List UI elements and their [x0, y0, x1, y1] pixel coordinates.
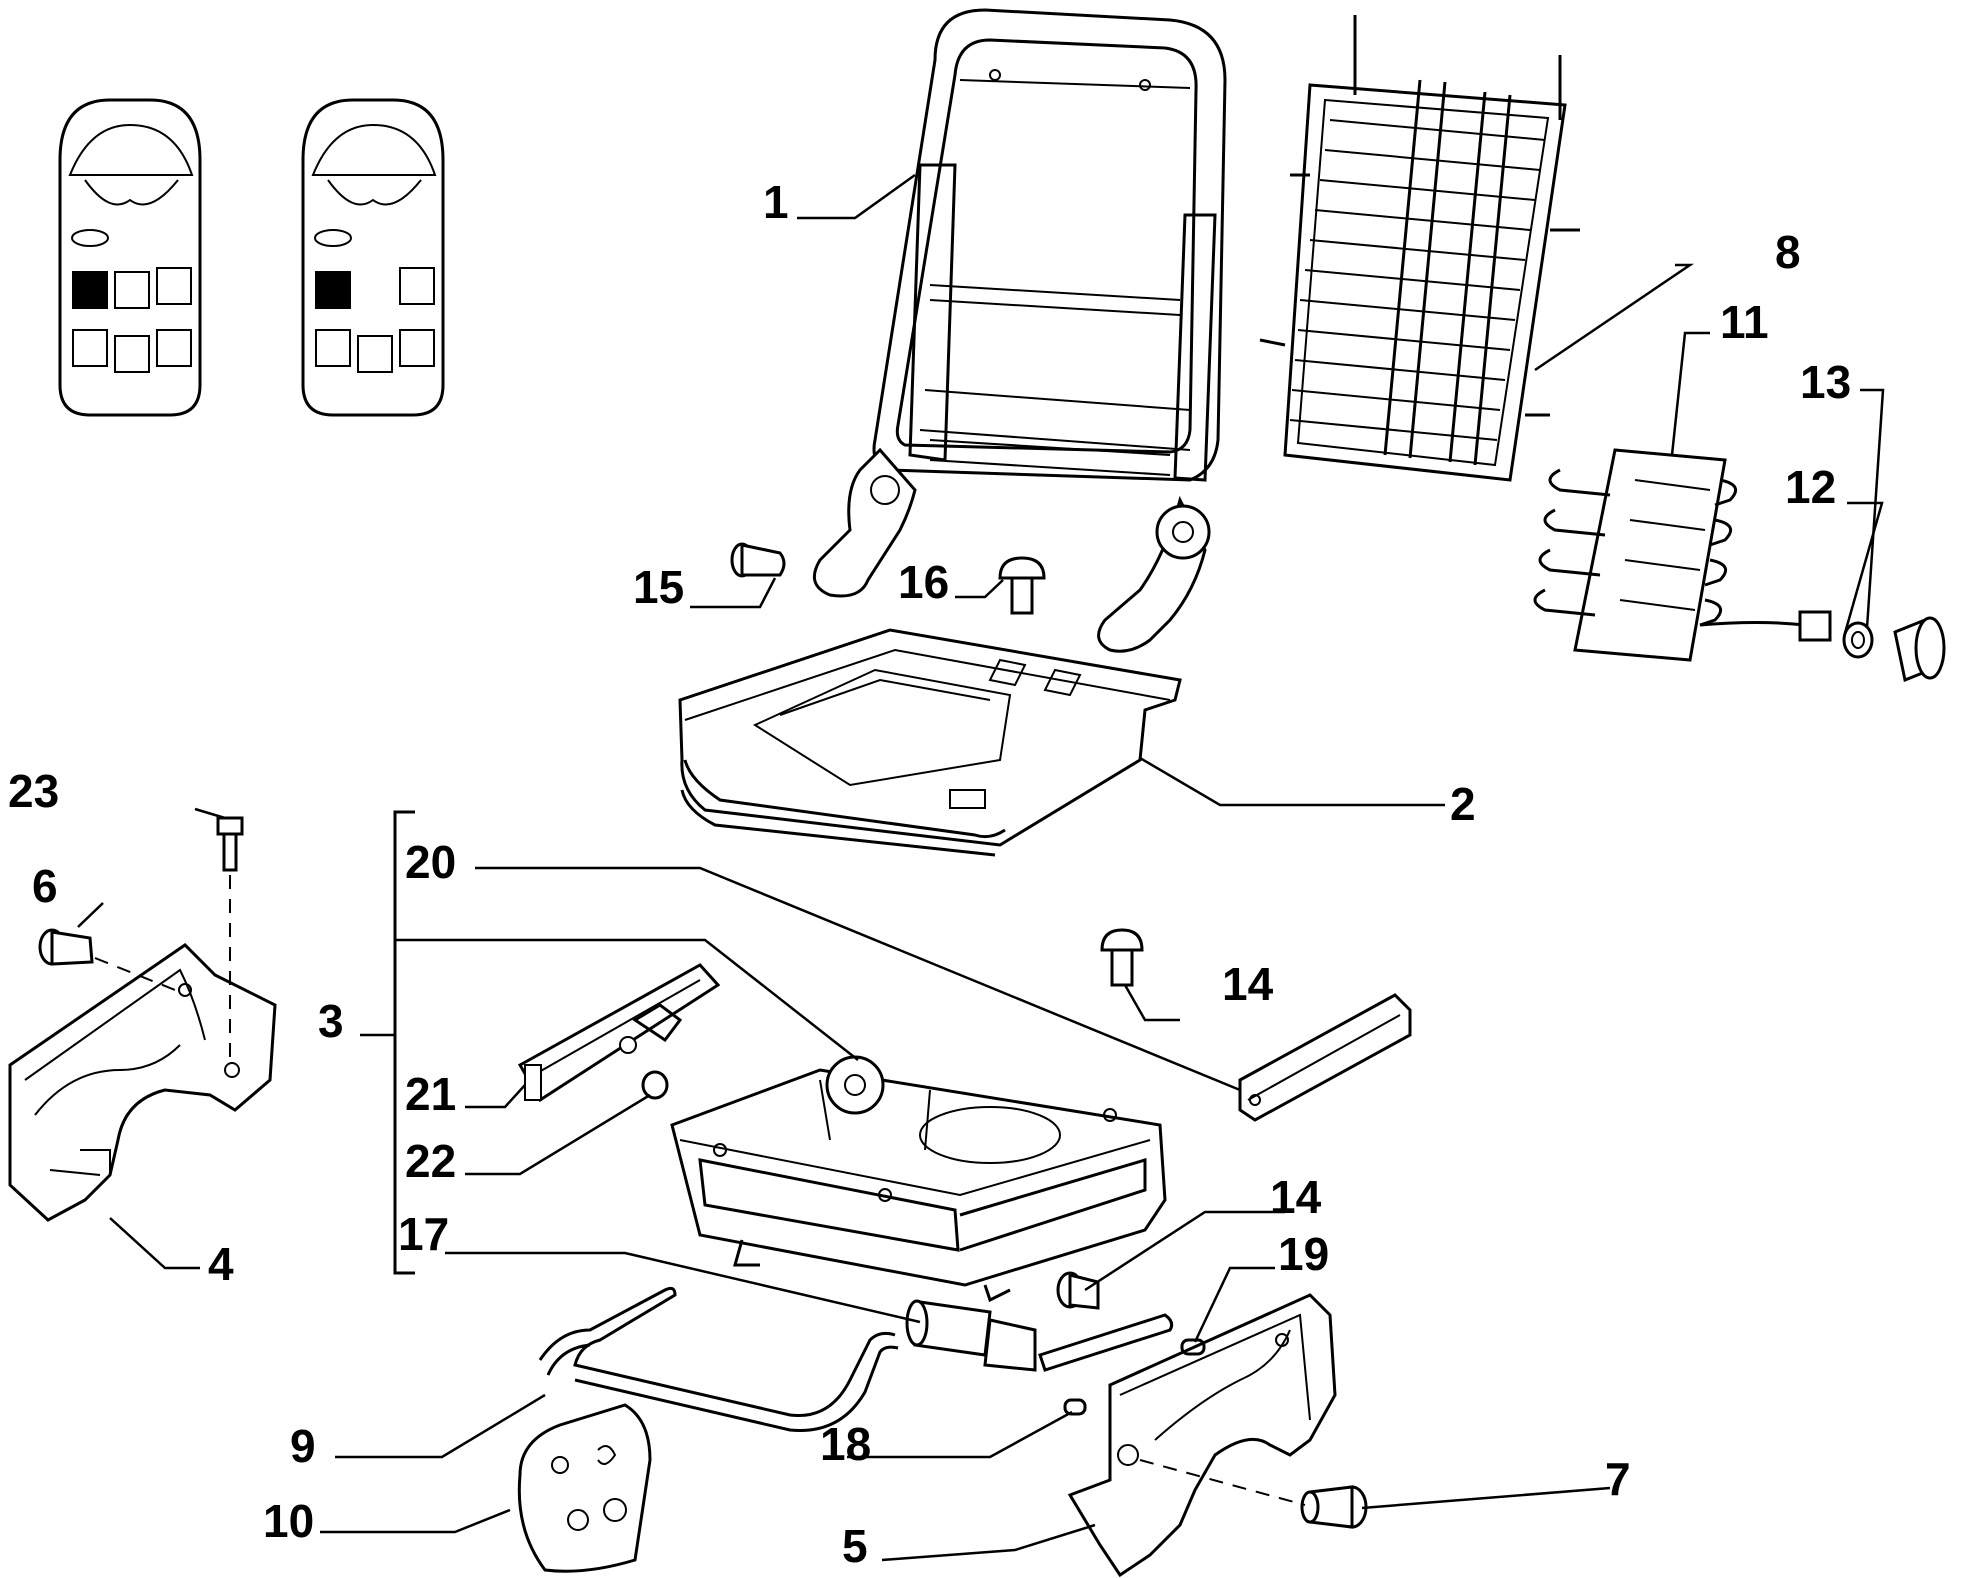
label-part-5: 5: [842, 1520, 868, 1572]
side-cover-right: [1067, 1293, 1337, 1578]
bolt-15: [730, 542, 786, 578]
label-part-6: 6: [32, 860, 58, 912]
label-part-10: 10: [263, 1495, 314, 1547]
label-part-18: 18: [820, 1418, 871, 1470]
label-part-12: 12: [1785, 461, 1836, 513]
motor-17: [905, 1299, 1174, 1372]
adjuster-switch: [517, 963, 721, 1103]
label-part-17: 17: [398, 1208, 449, 1260]
lumbar-support: [1533, 448, 1946, 683]
label-part-2: 2: [1450, 778, 1476, 830]
nut-22: [641, 1070, 669, 1100]
cushion-frame: [678, 628, 1182, 857]
clip-cover-10: [517, 1403, 652, 1573]
label-part-13: 13: [1800, 356, 1851, 408]
assembly-bracket: [360, 810, 415, 1275]
label-part-1: 1: [763, 176, 789, 228]
label-part-9: 9: [290, 1420, 316, 1472]
label-part-20: 20: [405, 836, 456, 888]
backrest-frame: [812, 8, 1227, 653]
label-part-22: 22: [405, 1135, 456, 1187]
suspension-mat: [1259, 15, 1580, 482]
bolt-14-upper: [1100, 928, 1144, 987]
label-part-4: 4: [208, 1238, 234, 1290]
label-part-15: 15: [633, 561, 684, 613]
label-part-3: 3: [318, 995, 344, 1047]
bolt-14-lower: [1056, 1271, 1100, 1310]
part-labels: 1 2 3 4 5 6 7 8 9 10 11 12 13 14 14 15 1…: [8, 176, 1851, 1572]
label-part-7: 7: [1605, 1453, 1631, 1505]
side-cover-left: [8, 943, 277, 1222]
screw-23: [216, 816, 244, 872]
leader-lines: [77, 173, 1885, 1562]
seat-key-icon-right: [301, 98, 445, 417]
pin-18: [1063, 1398, 1087, 1416]
label-part-21: 21: [405, 1068, 456, 1120]
alignment-lines: [94, 875, 1306, 1506]
drive-cable-9: [538, 1286, 899, 1433]
label-part-11: 11: [1720, 296, 1769, 348]
bolt-16: [998, 556, 1046, 615]
label-part-16: 16: [898, 556, 949, 608]
label-part-14-upper: 14: [1222, 958, 1274, 1010]
bolt-7: [1300, 1485, 1368, 1529]
bolt-6: [38, 928, 94, 966]
label-part-14-lower: 14: [1270, 1171, 1322, 1223]
seat-key-icon-left: [58, 98, 202, 417]
label-part-8: 8: [1775, 226, 1801, 278]
seat-base-mechanism: [670, 1055, 1167, 1303]
guide-rail: [1238, 993, 1412, 1122]
label-part-19: 19: [1278, 1228, 1329, 1280]
label-part-23: 23: [8, 765, 59, 817]
